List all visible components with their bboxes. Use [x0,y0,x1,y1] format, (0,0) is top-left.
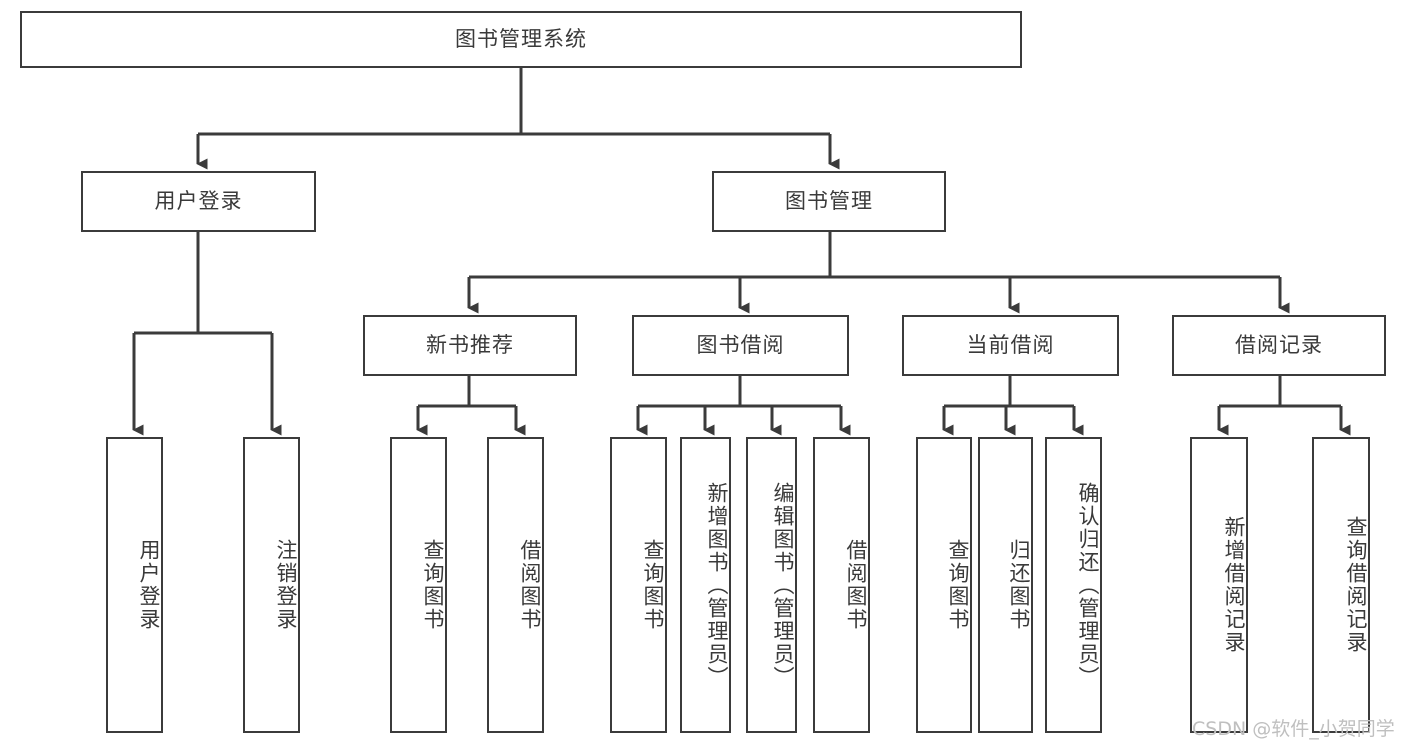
node-label: 借阅图书 [844,539,868,631]
leaf-recommend-borrow-book[interactable]: 借阅图书 [487,437,544,733]
node-label: 注销登录 [274,539,298,631]
leaf-current-query-book[interactable]: 查询图书 [916,437,972,733]
node-current-borrow[interactable]: 当前借阅 [902,315,1119,376]
leaf-user-login-logout[interactable]: 注销登录 [243,437,300,733]
node-root-system[interactable]: 图书管理系统 [20,11,1022,68]
node-book-borrow[interactable]: 图书借阅 [632,315,849,376]
leaf-user-login-login[interactable]: 用户登录 [106,437,163,733]
node-label: 新书推荐 [426,332,514,357]
node-label: 用户登录 [137,539,161,631]
node-label: 归还图书 [1007,539,1031,631]
node-label: 查询图书 [641,539,665,631]
node-label: 查询图书 [421,539,445,631]
leaf-current-return-book[interactable]: 归还图书 [978,437,1033,733]
node-label: 图书管理系统 [455,26,587,51]
leaf-recommend-query-book[interactable]: 查询图书 [390,437,447,733]
node-label: 新增借阅记录 [1222,516,1246,654]
leaf-current-confirm-return-admin[interactable]: 确认归还（管理员） [1045,437,1102,733]
leaf-record-query-record[interactable]: 查询借阅记录 [1312,437,1370,733]
node-label: 编辑图书（管理员） [771,481,795,689]
node-label: 新增图书（管理员） [705,481,729,689]
node-label: 借阅图书 [518,539,542,631]
leaf-borrow-edit-book-admin[interactable]: 编辑图书（管理员） [746,437,797,733]
node-label: 图书借阅 [696,332,785,357]
node-label: 查询图书 [946,539,970,631]
node-new-book-recommend[interactable]: 新书推荐 [363,315,577,376]
leaf-record-add-record[interactable]: 新增借阅记录 [1190,437,1248,733]
node-label: 确认归还（管理员） [1076,481,1100,689]
node-label: 用户登录 [154,188,243,213]
csdn-watermark: CSDN @软件_小贺同学 [1192,718,1395,740]
node-borrow-record[interactable]: 借阅记录 [1172,315,1386,376]
node-label: 查询借阅记录 [1344,516,1368,654]
node-label: 当前借阅 [966,332,1055,357]
leaf-borrow-query-book[interactable]: 查询图书 [610,437,667,733]
leaf-borrow-add-book-admin[interactable]: 新增图书（管理员） [680,437,731,733]
leaf-borrow-borrow-book[interactable]: 借阅图书 [813,437,870,733]
node-user-login[interactable]: 用户登录 [81,171,316,232]
node-label: 图书管理 [785,188,873,213]
node-label: 借阅记录 [1235,332,1323,357]
node-book-management[interactable]: 图书管理 [712,171,946,232]
